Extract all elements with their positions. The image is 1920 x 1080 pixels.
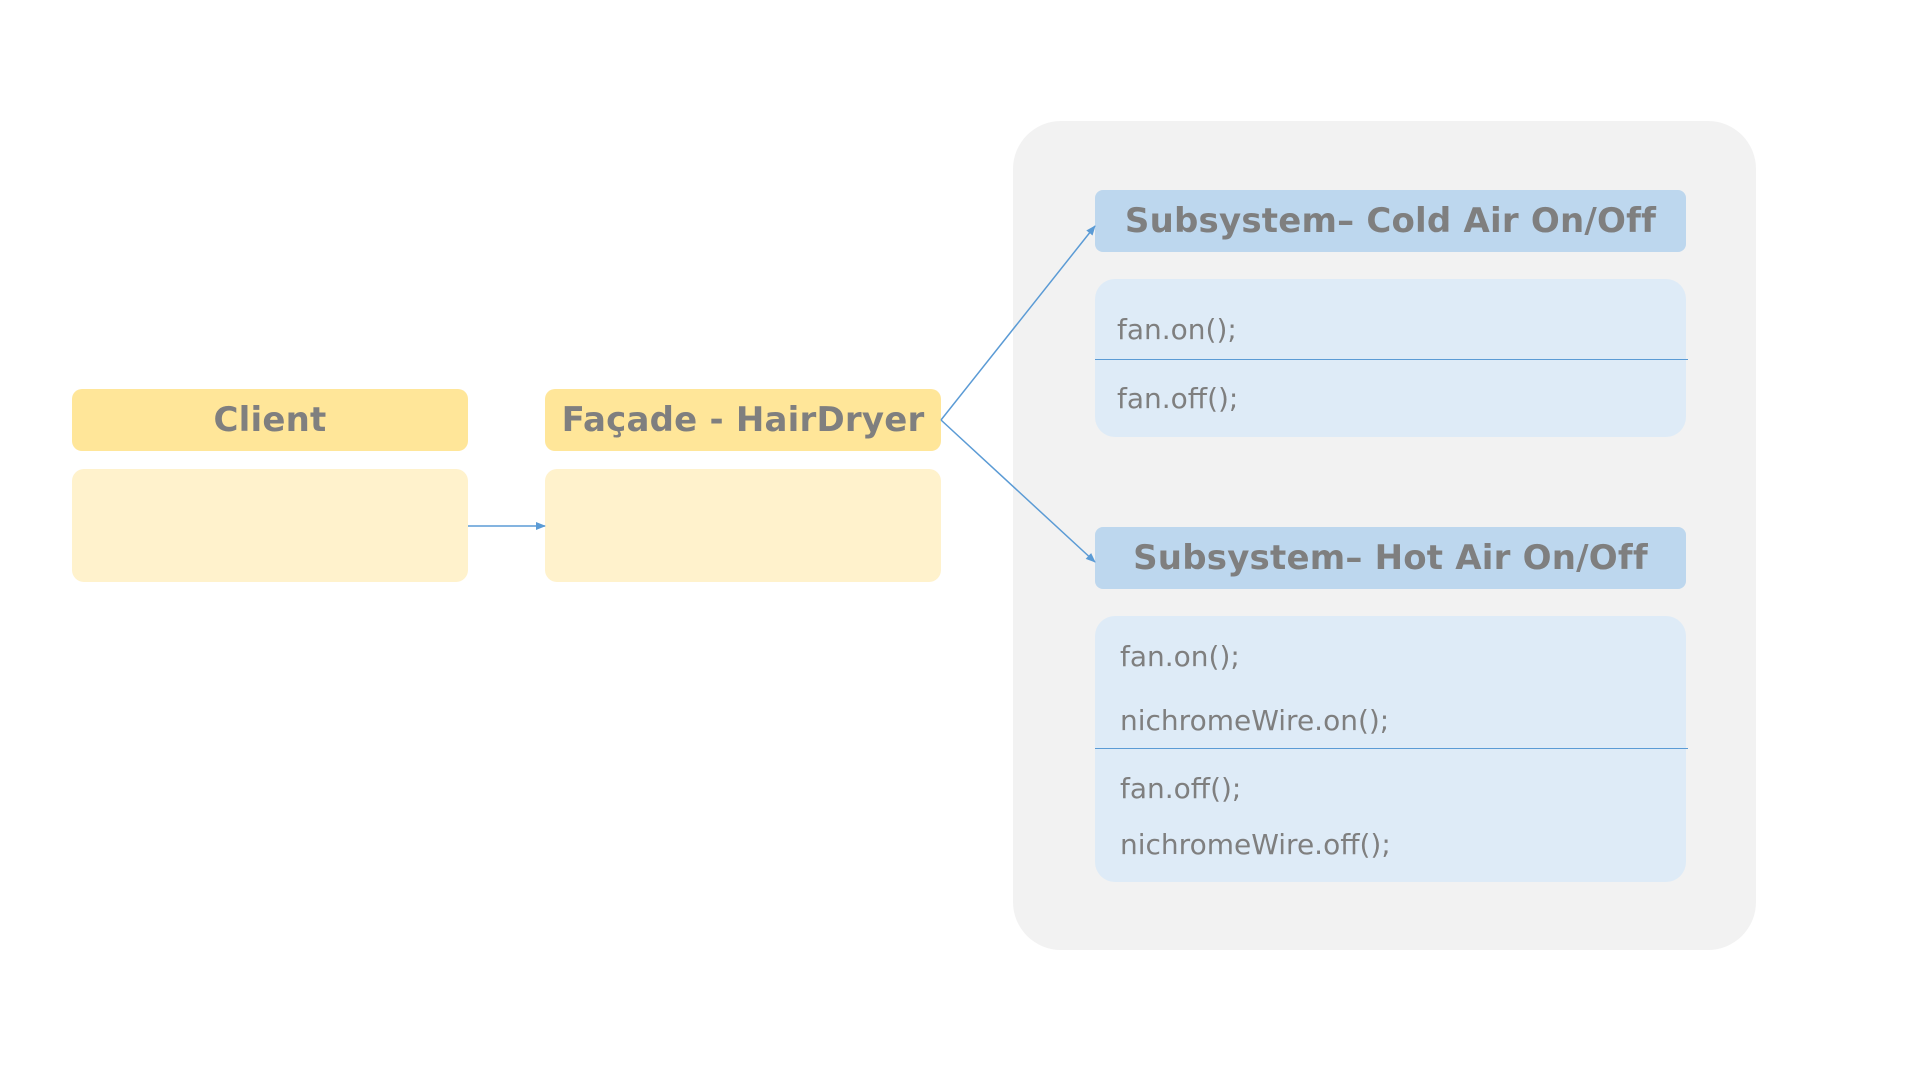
hot-air-method-divider [1095, 748, 1688, 749]
hot-air-subsystem-header: Subsystem– Hot Air On/Off [1095, 527, 1686, 589]
cold-air-method-divider [1095, 359, 1688, 360]
cold-air-subsystem-title: Subsystem– Cold Air On/Off [1124, 201, 1657, 241]
hot-air-on-method-fan: fan.on(); [1120, 640, 1240, 673]
client-class-body [72, 469, 468, 582]
hot-air-subsystem-title: Subsystem– Hot Air On/Off [1133, 538, 1648, 578]
hot-air-on-method-wire: nichromeWire.on(); [1120, 704, 1390, 737]
client-class-title: Client [213, 400, 327, 440]
facade-class-title: Façade - HairDryer [561, 400, 925, 440]
hot-air-subsystem-body [1095, 616, 1686, 882]
cold-air-subsystem-header: Subsystem– Cold Air On/Off [1095, 190, 1686, 252]
cold-air-on-method: fan.on(); [1117, 313, 1237, 346]
cold-air-off-method: fan.off(); [1117, 382, 1239, 415]
client-class-header: Client [72, 389, 468, 451]
facade-class-header: Façade - HairDryer [545, 389, 941, 451]
hot-air-off-method-fan: fan.off(); [1120, 772, 1242, 805]
hot-air-off-method-wire: nichromeWire.off(); [1120, 828, 1391, 861]
facade-class-body [545, 469, 941, 582]
cold-air-subsystem-body [1095, 279, 1686, 437]
